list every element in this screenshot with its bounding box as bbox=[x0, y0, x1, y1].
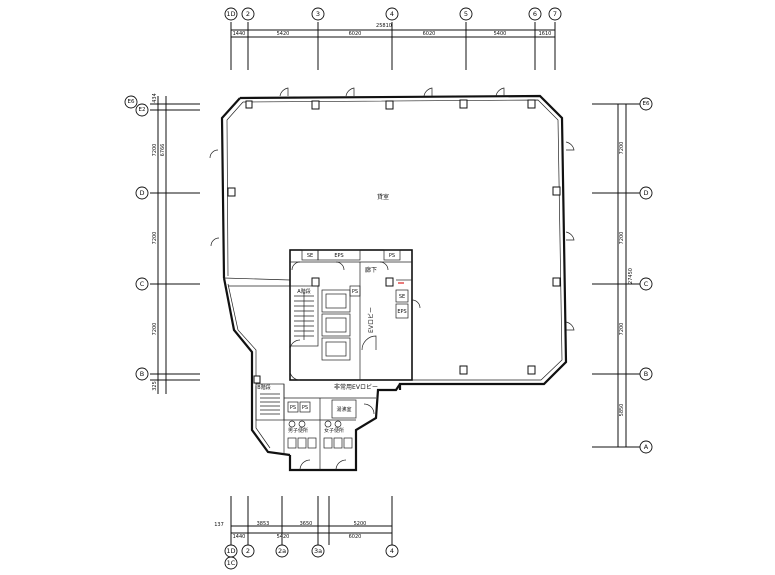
grid-label-top-6: 6 bbox=[533, 10, 537, 18]
grid-label-right-d: D bbox=[643, 189, 648, 197]
room-label-hot-water: 湯沸室 bbox=[336, 406, 351, 413]
dim-right-2: 7200 bbox=[619, 232, 625, 245]
room-label-se2: SE bbox=[399, 294, 405, 300]
room-label-main: 貸室 bbox=[377, 193, 389, 201]
dim-top-5: 5400 bbox=[494, 31, 507, 37]
grid-label-top-3: 3 bbox=[316, 10, 320, 18]
dim-right-4: 5850 bbox=[619, 404, 625, 417]
room-label-ps4: PS bbox=[302, 405, 308, 411]
facade-swings bbox=[209, 87, 575, 331]
right-dimensions: 7200 7200 7200 5850 27450 bbox=[619, 142, 634, 417]
dim-left-3: 6766 bbox=[160, 144, 166, 157]
dim-right-total: 27450 bbox=[628, 268, 634, 284]
dim-bottom-2: 3853 bbox=[257, 521, 270, 527]
grid-label-right-c: C bbox=[644, 280, 649, 288]
grid-label-right-b: B bbox=[644, 370, 648, 378]
room-label-stair-b: B階段 bbox=[257, 384, 270, 391]
dim-right-3: 7200 bbox=[619, 323, 625, 336]
dim-top-1: 1440 bbox=[233, 31, 246, 37]
room-label-ps2: PS bbox=[352, 289, 358, 295]
grid-label-top-4: 4 bbox=[390, 10, 394, 18]
room-label-womens-wc: 女子便所 bbox=[324, 427, 344, 434]
grid-label-bottom-1c: 1C bbox=[227, 559, 236, 567]
grid-label-left-d: D bbox=[139, 189, 144, 197]
dim-bottom-4: 5200 bbox=[354, 521, 367, 527]
room-label-eps: EPS bbox=[334, 253, 343, 259]
grid-label-top-1d: 1D bbox=[226, 10, 235, 18]
room-label-se: SE bbox=[307, 253, 313, 259]
left-dimensions: 434 7200 6766 7200 7200 325 bbox=[152, 93, 166, 391]
room-label-emergency-ev-lobby: 非常用EVロビー bbox=[334, 383, 378, 391]
top-grid-axes bbox=[230, 22, 556, 70]
dim-top-6: 1610 bbox=[539, 31, 552, 37]
grid-label-bottom-4: 4 bbox=[390, 547, 394, 555]
grid-label-left-e2: E2 bbox=[139, 107, 146, 113]
dim-top-3: 6020 bbox=[349, 31, 362, 37]
grid-label-right-a: A bbox=[644, 443, 649, 451]
service-wing bbox=[255, 383, 376, 471]
bottom-grid-axes bbox=[230, 496, 393, 545]
grid-label-right-e6: E6 bbox=[643, 101, 650, 107]
room-label-eps2: EPS bbox=[397, 309, 406, 315]
grid-label-left-b: B bbox=[140, 370, 144, 378]
dim-right-1: 7200 bbox=[619, 142, 625, 155]
right-grid-axes bbox=[592, 103, 642, 448]
room-label-corridor: 廊下 bbox=[365, 266, 377, 274]
top-dimensions: 25810 1440 5420 6020 6020 5400 1610 bbox=[233, 23, 552, 37]
core bbox=[289, 249, 421, 381]
grid-label-top-5: 5 bbox=[464, 10, 468, 18]
room-labels: 貸室 廊下 EVロビー 非常用EVロビー A階段 B階段 男子便所 女子便所 湯… bbox=[257, 193, 406, 434]
dim-top-4: 6020 bbox=[423, 31, 436, 37]
bottom-dimensions: 137 3853 3650 5200 1440 5420 6020 bbox=[214, 521, 366, 540]
right-grid-labels: E6 D C B A bbox=[639, 97, 653, 454]
room-label-ev-lobby: EVロビー bbox=[367, 307, 375, 333]
dim-top-2: 5420 bbox=[277, 31, 290, 37]
grid-label-bottom-2a: 2a bbox=[278, 547, 286, 555]
dim-left-2: 7200 bbox=[152, 144, 158, 157]
left-grid-axes bbox=[150, 96, 200, 394]
room-label-stair-a: A階段 bbox=[297, 288, 310, 295]
dim-left-6: 325 bbox=[152, 381, 158, 391]
grid-label-left-e6: E6 bbox=[128, 99, 135, 105]
grid-label-top-7: 7 bbox=[553, 10, 557, 18]
dim-bottom-5: 1440 bbox=[233, 534, 246, 540]
dim-bottom-1: 137 bbox=[214, 522, 224, 528]
dim-bottom-3: 3650 bbox=[300, 521, 313, 527]
grid-label-bottom-1d: 1D bbox=[226, 547, 235, 555]
dim-top-total: 25810 bbox=[376, 23, 392, 29]
grid-label-bottom-2: 2 bbox=[246, 547, 250, 555]
dim-left-5: 7200 bbox=[152, 323, 158, 336]
grid-label-top-2: 2 bbox=[246, 10, 250, 18]
structural-columns bbox=[227, 99, 561, 384]
dim-bottom-6: 5420 bbox=[277, 534, 290, 540]
room-label-ps3: PS bbox=[290, 405, 296, 411]
dim-bottom-7: 6020 bbox=[349, 534, 362, 540]
top-grid-labels: 1D 2 3 4 5 6 7 bbox=[224, 7, 562, 21]
grid-label-bottom-3a: 3a bbox=[314, 547, 322, 555]
building-outline bbox=[220, 94, 568, 472]
dim-left-4: 7200 bbox=[152, 232, 158, 245]
room-label-mens-wc: 男子便所 bbox=[288, 427, 308, 434]
room-label-ps: PS bbox=[389, 253, 395, 259]
left-grid-labels: E6 E2 D C B bbox=[124, 95, 149, 381]
grid-label-left-c: C bbox=[140, 280, 145, 288]
bottom-grid-labels: 1D 2 2a 3a 4 1C bbox=[224, 544, 399, 570]
dim-left-1: 434 bbox=[152, 93, 158, 103]
